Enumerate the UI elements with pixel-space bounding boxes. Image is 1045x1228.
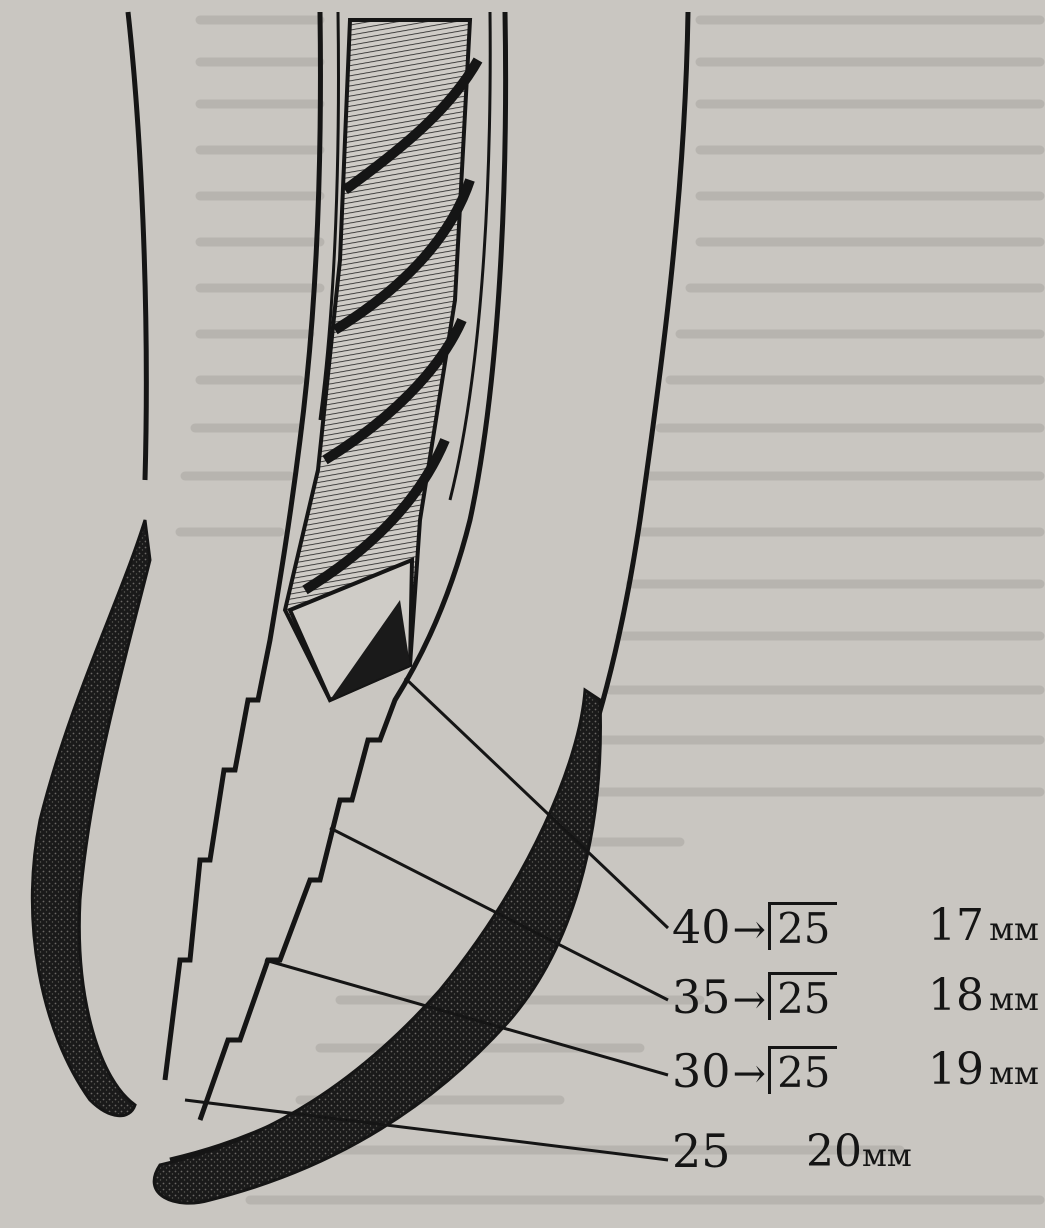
arrow-icon: →: [733, 977, 767, 1023]
endodontic-file-instrument: [285, 20, 478, 700]
label-size-from: 35: [672, 970, 731, 1024]
label-size-from: 40: [672, 900, 731, 954]
label-size-from: 25: [672, 1124, 731, 1178]
label-row-30: 30→25: [672, 1046, 837, 1094]
label-length-35: 18 мм: [928, 974, 1039, 1018]
label-row-40: 40→25: [672, 902, 837, 950]
label-row-35: 35→25: [672, 972, 837, 1020]
label-unit: мм: [989, 1054, 1039, 1092]
label-length: 17: [928, 900, 984, 951]
root-dentin-right: [154, 690, 600, 1203]
label-length: 19: [928, 1044, 984, 1095]
label-size-from: 30: [672, 1044, 731, 1098]
root-dentin-left: [32, 520, 150, 1116]
label-unit: мм: [989, 910, 1039, 948]
arrow-icon: →: [733, 907, 767, 953]
label-unit: мм: [862, 1136, 912, 1174]
label-target-size: 25: [768, 972, 836, 1020]
label-length-40: 17 мм: [928, 904, 1039, 948]
label-length-25: 20мм: [806, 1130, 912, 1174]
outer-tooth-wall-left: [128, 12, 146, 480]
label-length: 20: [806, 1126, 862, 1177]
label-unit: мм: [989, 980, 1039, 1018]
arrow-icon: →: [733, 1051, 767, 1097]
label-target-size: 25: [768, 902, 836, 950]
label-length: 18: [928, 970, 984, 1021]
label-target-size: 25: [768, 1046, 836, 1094]
label-row-25: 25: [672, 1128, 731, 1174]
label-length-30: 19 мм: [928, 1048, 1039, 1092]
